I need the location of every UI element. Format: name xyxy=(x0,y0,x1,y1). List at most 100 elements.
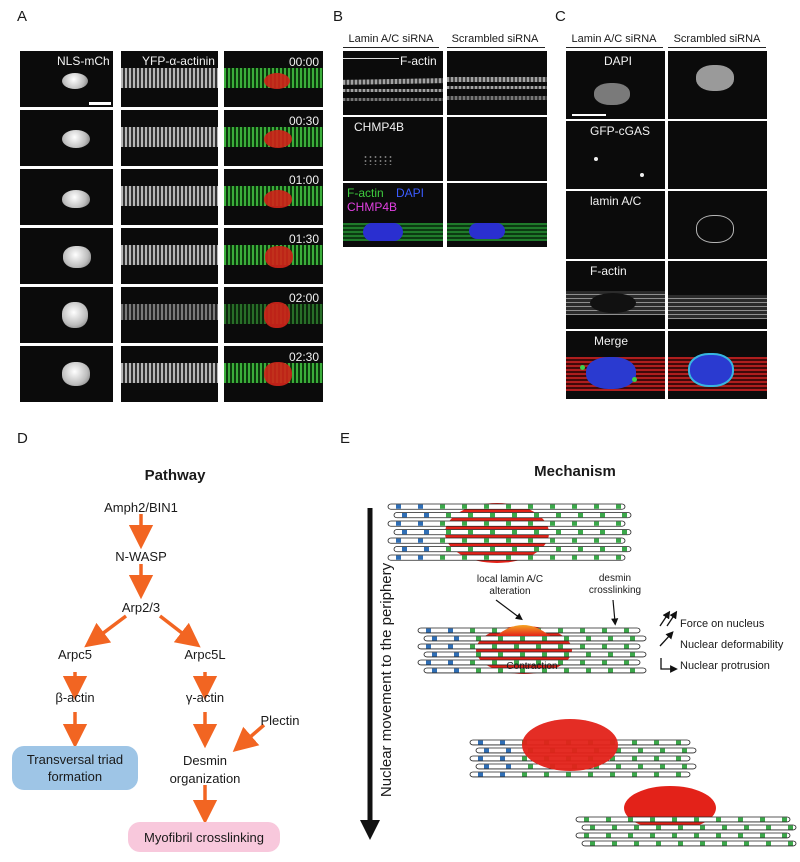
annotation-lamin-alteration: local lamin A/C alteration xyxy=(460,574,560,598)
panel-c-row-label-2: lamin A/C xyxy=(590,194,642,208)
node-amph2-bin1: Amph2/BIN1 xyxy=(104,500,178,515)
micrograph-b-lamin-merge xyxy=(343,183,443,247)
micrograph-a-act-t4 xyxy=(121,287,218,343)
micrograph-a-act-t3 xyxy=(121,228,218,284)
arrow-lamin-alteration xyxy=(495,599,523,621)
timepoint-label-2: 01:00 xyxy=(288,173,319,187)
node-arpc5l: Arpc5L xyxy=(184,647,226,662)
panel-b-header-underline xyxy=(343,47,439,48)
panel-c-header-underline xyxy=(566,47,663,48)
annotation-desmin-line2: crosslinking xyxy=(588,585,642,596)
myofibril-bundle-stage-2 xyxy=(417,625,647,674)
micrograph-c-lamin-row0 xyxy=(566,51,665,119)
panel-label-c: C xyxy=(555,8,566,25)
axis-label-nuclear-movement: Nuclear movement to the periphery xyxy=(378,562,395,798)
micrograph-a-nuc-t0 xyxy=(20,51,113,107)
triad-line1: Transversal triad xyxy=(26,752,124,767)
panel-b-row-label-chmp4b: CHMP4B xyxy=(354,120,405,134)
micrograph-b-lamin-factin xyxy=(343,51,443,115)
timepoint-label-4: 02:00 xyxy=(288,291,319,305)
node-desmin-line1: Desmin xyxy=(182,753,228,768)
micrograph-a-merge-t0: 00:00 xyxy=(224,51,323,107)
annotation-desmin-line1: desmin xyxy=(598,573,632,584)
panel-c-header-lamin: Lamin A/C siRNA xyxy=(571,33,657,45)
node-arp2-3: Arp2/3 xyxy=(121,600,161,615)
myofibril-bundle-stage-1 xyxy=(387,503,632,563)
myofibril-bundle-stage-3 xyxy=(469,719,697,778)
micrograph-b-scrambled-chmp4b xyxy=(447,117,547,181)
micrograph-a-act-t1 xyxy=(121,110,218,166)
micrograph-a-merge-t4: 02:00 xyxy=(224,287,323,343)
arrow-desmin-crosslinking xyxy=(611,599,619,626)
panel-label-d: D xyxy=(17,430,28,447)
legend-nuclear-deformability: Nuclear deformability xyxy=(680,639,784,651)
micrograph-a-nuc-t2 xyxy=(20,169,113,225)
panel-label-a: A xyxy=(17,8,28,25)
panel-b-header-scrambled: Scrambled siRNA xyxy=(451,33,539,45)
micrograph-a-nuc-t5 xyxy=(20,346,113,402)
node-gamma-actin: γ-actin xyxy=(185,690,225,705)
micrograph-c-lamin-row4 xyxy=(566,331,665,399)
timepoint-label-0: 00:00 xyxy=(288,55,319,69)
annotation-desmin-crosslinking: desmin crosslinking xyxy=(580,573,650,597)
micrograph-a-act-t5 xyxy=(121,346,218,402)
pathway-arrows xyxy=(62,514,266,825)
panel-c-row-label-4: Merge xyxy=(594,334,629,348)
node-beta-actin: β-actin xyxy=(55,690,95,705)
annotation-contraction: Contraction xyxy=(506,661,558,672)
panel-c-row-label-0: DAPI xyxy=(604,54,633,68)
panel-c-header-scrambled: Scrambled siRNA xyxy=(673,33,761,45)
pathway-title: Pathway xyxy=(144,467,206,484)
micrograph-b-scrambled-merge xyxy=(447,183,547,247)
micrograph-b-scrambled-factin xyxy=(447,51,547,115)
axis-arrow-head xyxy=(360,820,380,840)
timepoint-label-5: 02:30 xyxy=(288,350,319,364)
micrograph-a-merge-t5: 02:30 xyxy=(224,346,323,402)
node-arpc5: Arpc5 xyxy=(58,647,92,662)
panel-c-row-label-1: GFP-cGAS xyxy=(590,124,651,138)
micrograph-c-scrambled-row0 xyxy=(668,51,767,119)
panel-b-row-label-factin: F-actin xyxy=(400,54,437,68)
arrow-plectin-desmin xyxy=(232,723,266,753)
myofibril-bundle-stage-4 xyxy=(575,786,797,847)
micrograph-a-act-t2 xyxy=(121,169,218,225)
legend-nuclear-protrusion: Nuclear protrusion xyxy=(680,660,770,672)
lamin-alteration-cap xyxy=(496,625,550,636)
micrograph-a-nuc-t1 xyxy=(20,110,113,166)
micrograph-c-scrambled-row2 xyxy=(668,191,767,259)
micrograph-c-lamin-row3 xyxy=(566,261,665,329)
panel-a-header-actinin: YFP-α-actinin xyxy=(142,54,215,68)
panel-b-header-underline xyxy=(447,47,545,48)
triad-line2: formation xyxy=(47,769,103,784)
node-desmin-line2: organization xyxy=(169,771,241,786)
panel-b-header-lamin: Lamin A/C siRNA xyxy=(348,33,434,45)
micrograph-c-lamin-row2 xyxy=(566,191,665,259)
micrograph-a-merge-t3: 01:30 xyxy=(224,228,323,284)
box-transversal-triad-formation: Transversal triad formation xyxy=(12,746,138,790)
panel-label-e: E xyxy=(340,430,351,447)
micrograph-c-scrambled-row4 xyxy=(668,331,767,399)
micrograph-a-nuc-t4 xyxy=(20,287,113,343)
micrograph-a-nuc-t3 xyxy=(20,228,113,284)
micrograph-b-lamin-chmp4b xyxy=(343,117,443,181)
mechanism-title: Mechanism xyxy=(534,463,616,480)
panel-a-header-nuclei: NLS-mCh xyxy=(57,54,110,68)
node-desmin-organization: Desmin organization xyxy=(160,752,250,788)
scale-bar xyxy=(343,58,399,59)
micrograph-c-scrambled-row1 xyxy=(668,121,767,189)
micrograph-c-lamin-row1 xyxy=(566,121,665,189)
micrograph-a-merge-t1: 00:30 xyxy=(224,110,323,166)
timepoint-label-1: 00:30 xyxy=(288,114,319,128)
legend-icons xyxy=(659,610,678,673)
scale-bar xyxy=(572,114,606,116)
panel-label-b: B xyxy=(333,8,344,25)
mechanism-diagram xyxy=(360,503,797,847)
panel-c-header-underline xyxy=(668,47,766,48)
micrograph-a-act-t0 xyxy=(121,51,218,107)
micrograph-a-merge-t2: 01:00 xyxy=(224,169,323,225)
arrow-arp23-arpc5 xyxy=(84,614,128,648)
node-plectin: Plectin xyxy=(260,713,300,728)
node-n-wasp: N-WASP xyxy=(115,549,167,564)
panel-c-row-label-3: F-actin xyxy=(590,264,627,278)
box-myofibril-crosslinking: Myofibril crosslinking xyxy=(128,822,280,852)
